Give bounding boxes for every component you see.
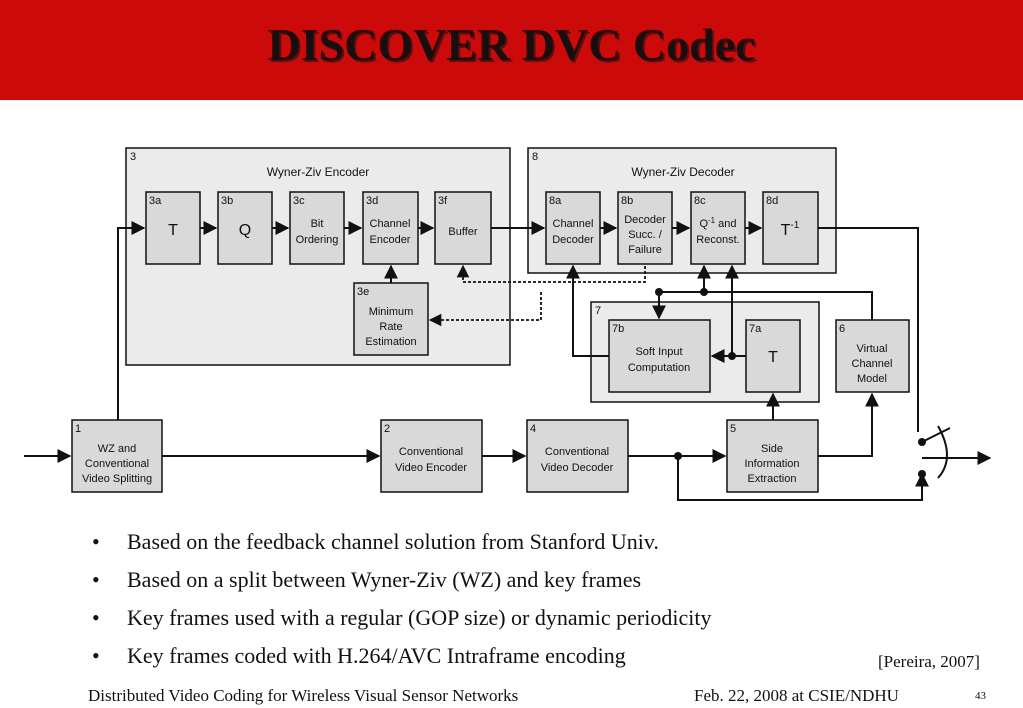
svg-text:Information: Information (744, 458, 799, 470)
footer-date: Feb. 22, 2008 at CSIE/NDHU (694, 686, 899, 705)
svg-text:7a: 7a (749, 323, 762, 335)
svg-text:Minimum: Minimum (369, 306, 414, 318)
svg-text:Q: Q (239, 222, 251, 239)
svg-text:Side: Side (761, 443, 783, 455)
junction-dots (655, 288, 926, 478)
svg-text:2: 2 (384, 423, 390, 435)
svg-text:Video Splitting: Video Splitting (82, 473, 152, 485)
svg-text:5: 5 (730, 423, 736, 435)
svg-text:T: T (768, 349, 778, 366)
decoder-group-label: Wyner-Ziv Decoder (631, 165, 734, 179)
svg-text:Channel: Channel (370, 218, 411, 230)
svg-text:Conventional: Conventional (545, 446, 609, 458)
svg-text:Succ. /: Succ. / (628, 229, 663, 241)
svg-text:8d: 8d (766, 195, 778, 207)
block-6-virtual-channel-model: 6 Virtual Channel Model (835, 319, 910, 393)
title-bar (0, 0, 1023, 100)
block-3b-quantizer: 3b Q (217, 191, 273, 265)
svg-text:Decoder: Decoder (624, 214, 666, 226)
bullet-symbol: • (92, 529, 100, 554)
block-4-conventional-decoder: 4 Conventional Video Decoder (526, 419, 629, 493)
svg-text:Reconst.: Reconst. (696, 234, 739, 246)
svg-text:3d: 3d (366, 195, 378, 207)
encoder-group-number: 3 (130, 151, 136, 163)
bullet-item: •Based on the feedback channel solution … (92, 529, 659, 554)
block-3f-buffer: 3f Buffer (434, 191, 492, 265)
encoder-group-label: Wyner-Ziv Encoder (267, 165, 370, 179)
block-2-conventional-encoder: 2 Conventional Video Encoder (380, 419, 483, 493)
footer-title: Distributed Video Coding for Wireless Vi… (88, 686, 519, 705)
svg-text:Bit: Bit (311, 218, 324, 230)
svg-text:3f: 3f (438, 195, 448, 207)
svg-text:1: 1 (75, 423, 81, 435)
decoder-group-number: 8 (532, 151, 538, 163)
svg-text:Soft Input: Soft Input (635, 346, 682, 358)
bullet-item: •Key frames used with a regular (GOP siz… (92, 605, 712, 630)
svg-text:Virtual: Virtual (857, 343, 888, 355)
svg-text:Channel: Channel (553, 218, 594, 230)
block-8d-inverse-transform: 8d T-1 (762, 191, 819, 265)
svg-text:8c: 8c (694, 195, 706, 207)
svg-text:Video Decoder: Video Decoder (541, 462, 614, 474)
bullet-list: •Based on the feedback channel solution … (92, 528, 711, 680)
svg-text:3b: 3b (221, 195, 233, 207)
svg-text:3c: 3c (293, 195, 305, 207)
svg-text:Computation: Computation (628, 362, 690, 374)
bullet-symbol: • (92, 605, 100, 630)
svg-text:Q-1 and: Q-1 and (699, 216, 736, 230)
svg-text:Rate: Rate (379, 321, 402, 333)
svg-text:3a: 3a (149, 195, 162, 207)
svg-text:T-1: T-1 (781, 220, 800, 239)
svg-text:Estimation: Estimation (365, 336, 416, 348)
citation: [Pereira, 2007] (878, 652, 980, 671)
bullet-symbol: • (92, 643, 100, 668)
svg-text:8a: 8a (549, 195, 562, 207)
block-8c-inverse-quant-reconst: 8c Q-1 and Reconst. (690, 191, 746, 265)
block-3c-bit-ordering: 3c Bit Ordering (289, 191, 345, 265)
svg-text:Encoder: Encoder (370, 234, 411, 246)
block-3e-min-rate-estimation: 3e Minimum Rate Estimation (353, 282, 429, 356)
svg-text:Failure: Failure (628, 244, 662, 256)
svg-text:4: 4 (530, 423, 536, 435)
svg-text:T: T (168, 222, 178, 239)
side-info-group-number: 7 (595, 305, 601, 317)
slide-title: DISCOVER DVC Codec (267, 19, 756, 70)
feedback-channel-dashed (428, 264, 646, 327)
page-number: 43 (975, 690, 986, 702)
svg-text:Video Encoder: Video Encoder (395, 462, 467, 474)
svg-text:3e: 3e (357, 286, 369, 298)
block-7b-soft-input-computation: 7b Soft Input Computation (608, 319, 711, 393)
svg-text:Conventional: Conventional (399, 446, 463, 458)
svg-text:7b: 7b (612, 323, 624, 335)
svg-text:Conventional: Conventional (85, 458, 149, 470)
svg-text:Ordering: Ordering (296, 234, 339, 246)
block-5-side-info-extraction: 5 Side Information Extraction (726, 419, 819, 493)
block-3a-transform: 3a T (145, 191, 201, 265)
block-7a-transform: 7a T (745, 319, 801, 393)
block-3d-channel-encoder: 3d Channel Encoder (362, 191, 419, 265)
bullet-symbol: • (92, 567, 100, 592)
bullet-item: •Key frames coded with H.264/AVC Intrafr… (92, 643, 626, 668)
svg-text:6: 6 (839, 323, 845, 335)
svg-text:Model: Model (857, 373, 887, 385)
svg-text:Extraction: Extraction (748, 473, 797, 485)
svg-text:Decoder: Decoder (552, 234, 594, 246)
svg-text:Channel: Channel (852, 358, 893, 370)
svg-text:WZ and: WZ and (98, 443, 137, 455)
block-8a-channel-decoder: 8a Channel Decoder (545, 191, 601, 265)
bullet-item: •Based on a split between Wyner-Ziv (WZ)… (92, 567, 642, 592)
svg-text:Buffer: Buffer (448, 226, 477, 238)
block-8b-decoder-success-failure: 8b Decoder Succ. / Failure (617, 191, 673, 265)
svg-text:8b: 8b (621, 195, 633, 207)
block-1-wz-splitting: 1 WZ and Conventional Video Splitting (71, 419, 163, 493)
